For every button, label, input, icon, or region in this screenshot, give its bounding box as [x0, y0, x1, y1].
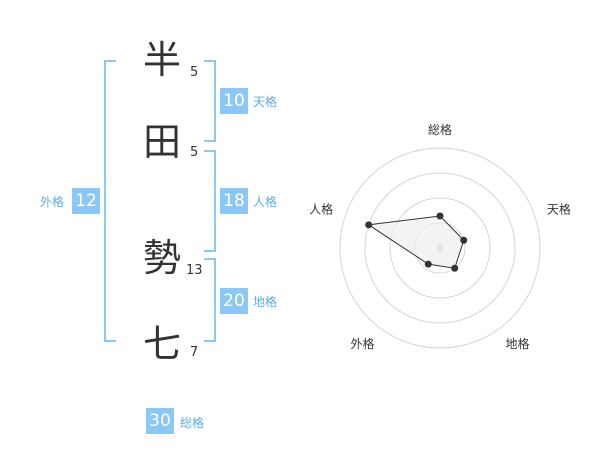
- stroke-count-3: 13: [186, 263, 203, 278]
- chikaku-value: 20: [220, 288, 248, 314]
- name-char-3: 勢: [142, 236, 181, 280]
- name-char-4: 七: [142, 322, 181, 366]
- tenkaku-bracket: [204, 60, 216, 142]
- radar-point-4: [424, 260, 432, 268]
- tenkaku-label: 天格: [253, 95, 278, 109]
- jinkaku-value: 18: [220, 188, 248, 214]
- radar-ring-2: [389, 197, 491, 299]
- stroke-count-4: 7: [190, 345, 199, 360]
- stroke-count-1: 5: [190, 65, 199, 80]
- gaikaku-value: 12: [72, 188, 100, 214]
- radar-axis-label-3: 地格: [505, 336, 529, 351]
- radar-axis-label-4: 外格: [351, 336, 375, 351]
- radar-point-2: [460, 236, 468, 244]
- name-char-2: 田: [142, 120, 181, 164]
- radar-axis-label-2: 天格: [547, 201, 571, 216]
- radar-ring-3: [364, 172, 516, 324]
- jinkaku-label: 人格: [253, 195, 278, 209]
- radar-point-5: [365, 221, 373, 229]
- soukaku-label: 総格: [180, 416, 205, 430]
- radar-series-area: [367, 215, 465, 269]
- gaikaku-label: 外格: [40, 195, 65, 209]
- radar-axis-label-5: 人格: [309, 201, 333, 216]
- radar-axis-label-1: 総格: [428, 122, 452, 137]
- radar-point-3: [451, 264, 459, 272]
- radar-point-1: [436, 212, 444, 220]
- chikaku-bracket: [204, 258, 216, 342]
- name-char-1: 半: [142, 38, 181, 82]
- gaikaku-bracket: [104, 60, 116, 342]
- chikaku-label: 地格: [253, 295, 278, 309]
- jinkaku-bracket: [204, 150, 216, 252]
- stroke-count-2: 5: [190, 145, 199, 160]
- tenkaku-value: 10: [220, 88, 248, 114]
- soukaku-value: 30: [146, 408, 174, 434]
- radar-ring-4: [339, 147, 541, 349]
